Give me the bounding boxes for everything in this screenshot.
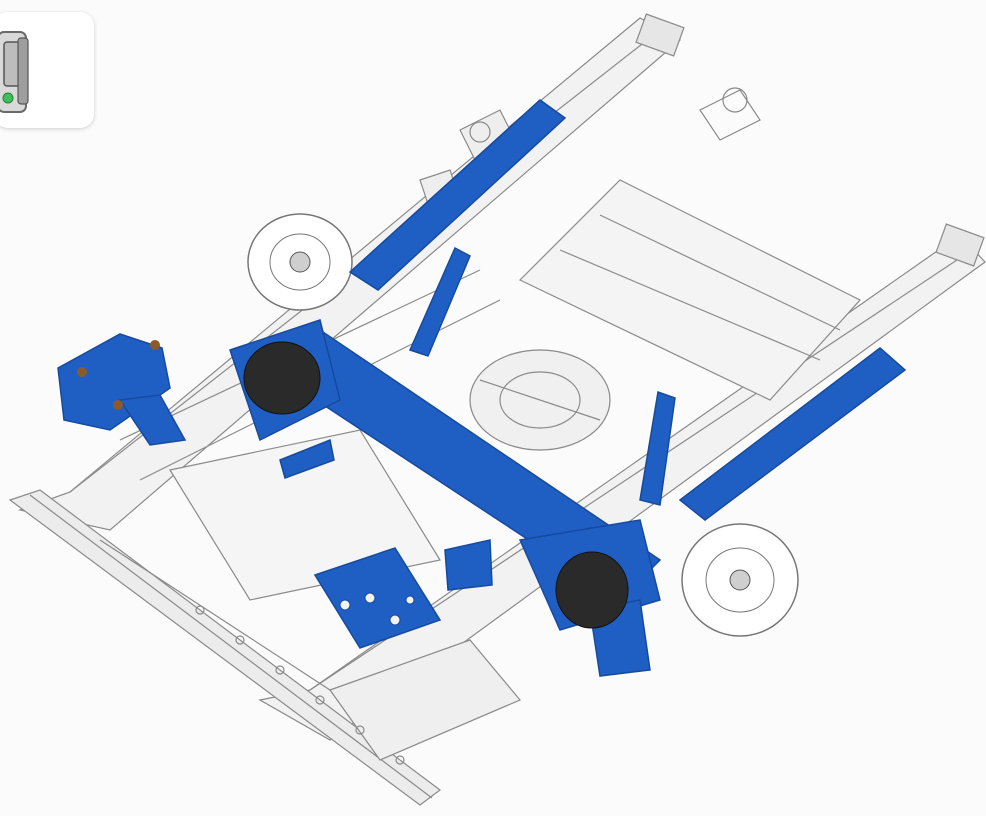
air-suspension-components [57, 99, 907, 677]
tank-fittings [77, 340, 160, 410]
inset-thumbnail-card [0, 12, 94, 128]
lateral-link-right [639, 390, 676, 506]
compressor-mount-plate [313, 547, 442, 649]
air-compressor-icon [0, 31, 29, 113]
air-spring-right [555, 551, 629, 629]
upper-trailing-arm-right [678, 347, 907, 521]
right-brake-disc [681, 523, 799, 637]
air-springs [243, 341, 629, 629]
left-brake-drum [247, 213, 353, 311]
air-spring-left [243, 341, 321, 415]
lateral-link-left [408, 246, 471, 357]
plate-holes [339, 592, 415, 626]
upper-trailing-arm-left [348, 99, 567, 291]
status-led-icon [2, 92, 14, 104]
